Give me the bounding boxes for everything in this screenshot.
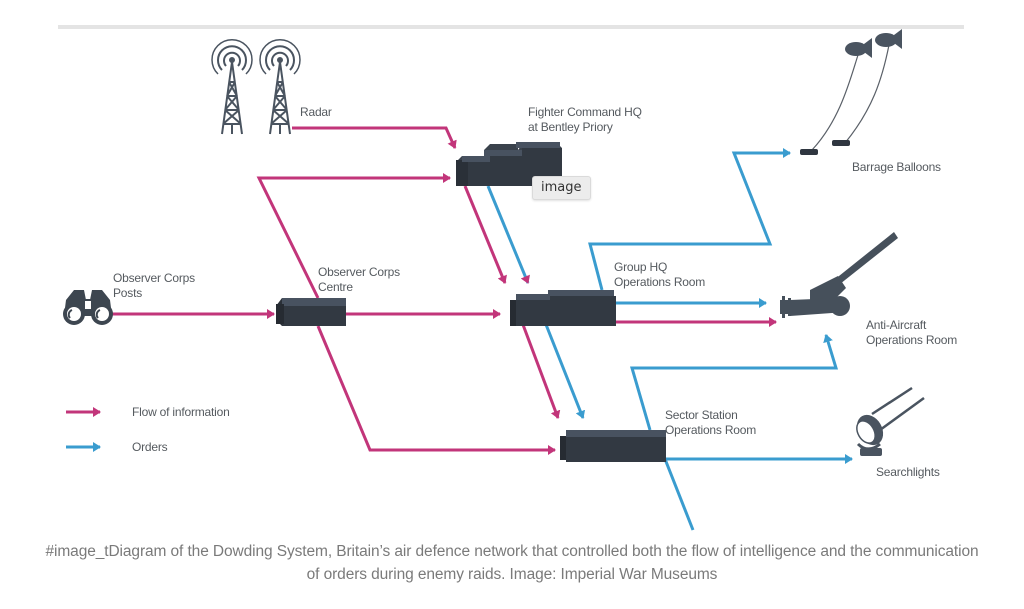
diagram-canvas bbox=[63, 29, 925, 531]
dowding-system-diagram bbox=[58, 29, 964, 532]
info-flow-observer-centre-to-fighter-command bbox=[256, 173, 451, 299]
label-barrage-balloons: Barrage Balloons bbox=[852, 160, 941, 174]
orders-sector-to-anti-aircraft bbox=[630, 334, 839, 431]
legend-information-label: Flow of information bbox=[132, 405, 230, 419]
label-sector-station: Sector Station Operations Room bbox=[665, 408, 757, 437]
figure-caption: #image_tDiagram of the Dowding System, B… bbox=[45, 543, 979, 583]
label-anti-aircraft: Anti-Aircraft Operations Room bbox=[866, 318, 958, 347]
sector-station-block bbox=[560, 430, 666, 462]
radar-tower-icon bbox=[211, 38, 301, 135]
info-flow-fighter-command-to-group-hq bbox=[463, 185, 507, 284]
label-group-hq: Group HQ Operations Room bbox=[614, 260, 706, 289]
orders-group-hq-to-barrage-balloons bbox=[588, 148, 791, 291]
anti-aircraft-gun-icon bbox=[780, 232, 898, 318]
searchlight-icon bbox=[856, 386, 925, 456]
label-observer-centre: Observer Corps Centre bbox=[318, 265, 400, 294]
info-flow-observer-centre-to-sector bbox=[316, 325, 556, 455]
orders-fighter-command-to-group-hq bbox=[486, 185, 530, 284]
fighter-command-block bbox=[456, 142, 562, 186]
label-observer-posts: Observer Corps Posts bbox=[113, 271, 195, 300]
legend-orders-label: Orders bbox=[132, 440, 168, 454]
label-radar: Radar bbox=[300, 105, 332, 119]
image-tooltip: image bbox=[532, 176, 591, 200]
info-flow-radar-to-fighter-command bbox=[292, 126, 457, 149]
barrage-balloon-icon bbox=[800, 29, 902, 155]
binoculars-icon bbox=[63, 290, 113, 325]
orders-group-hq-to-sector bbox=[543, 321, 586, 419]
observer-centre-block bbox=[276, 298, 346, 326]
label-searchlights: Searchlights bbox=[876, 465, 940, 479]
top-divider bbox=[58, 25, 964, 29]
label-fighter-command: Fighter Command HQ at Bentley Priory bbox=[528, 105, 642, 134]
info-flow-group-hq-to-sector bbox=[520, 321, 561, 419]
orders-sector-down bbox=[663, 458, 695, 531]
group-hq-block bbox=[510, 290, 616, 326]
